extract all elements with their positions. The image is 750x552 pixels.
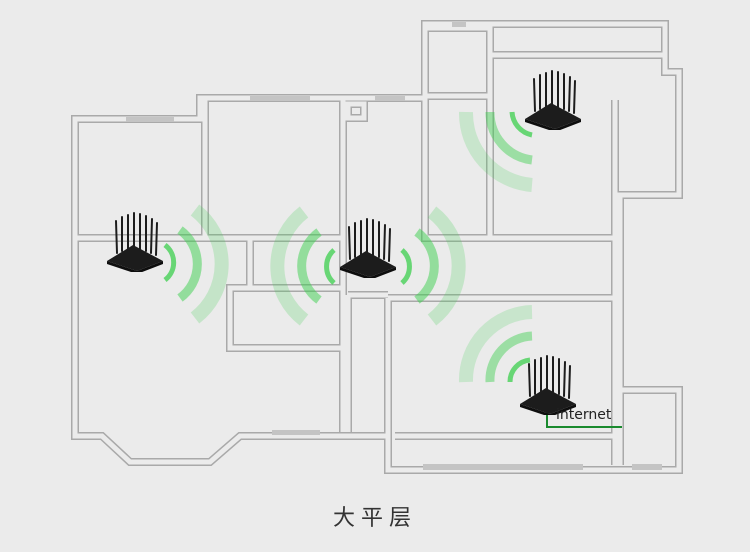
wifi-arcs-router-2 <box>270 206 466 326</box>
walls <box>71 20 683 474</box>
internet-label: internet <box>556 407 612 423</box>
wifi-arcs-router-1 <box>163 204 229 324</box>
diagram-caption: 大平层 <box>332 506 417 531</box>
router-icon <box>106 212 164 272</box>
router-icon <box>524 70 582 130</box>
internet-cable <box>546 410 622 428</box>
windows <box>126 22 662 470</box>
router-icon <box>339 218 397 278</box>
wifi-signals <box>163 111 533 383</box>
wifi-arcs-router-4 <box>458 305 533 383</box>
wifi-arcs-router-3 <box>458 111 533 192</box>
